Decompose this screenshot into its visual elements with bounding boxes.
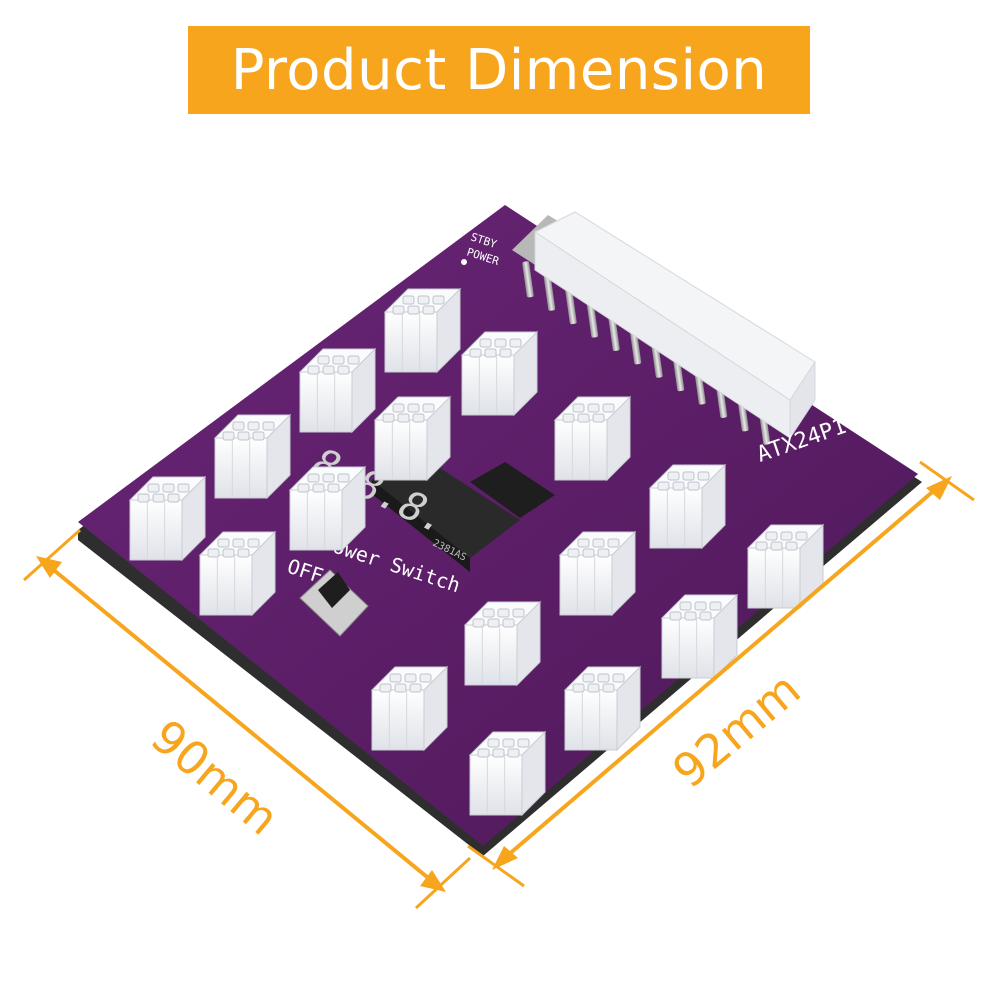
power-switch (299, 569, 369, 637)
pcie-6pin-connector (460, 330, 539, 417)
dimension-label-left: 90mm (141, 709, 289, 846)
pcie-6pin-connector (660, 593, 739, 680)
pcie-6pin-connector (373, 395, 452, 482)
header-pin (565, 288, 577, 325)
pcie-6pin-connector (648, 463, 727, 550)
pcie-6pin-connector (288, 465, 367, 552)
pcie-6pin-connector (198, 530, 277, 617)
pcie-connectors (128, 287, 825, 817)
pcie-6pin-connector (298, 347, 377, 434)
header-pin (522, 261, 534, 298)
header-pin (651, 341, 663, 378)
header-pin (543, 274, 556, 311)
power-led (461, 259, 467, 265)
header-pin (586, 301, 599, 338)
header-pin (608, 314, 620, 351)
pcie-6pin-connector (213, 413, 292, 500)
pcie-6pin-connector (463, 600, 542, 687)
controller-chip (470, 462, 555, 518)
pcie-6pin-connector (383, 287, 462, 374)
pcie-6pin-connector (563, 665, 642, 752)
pcie-6pin-connector (558, 530, 637, 617)
pcie-6pin-connector (370, 665, 449, 752)
pcie-6pin-connector (746, 523, 825, 610)
pcie-6pin-connector (128, 475, 207, 562)
page-title: Product Dimension (230, 37, 768, 103)
pcie-6pin-connector (468, 730, 547, 817)
atx-24pin-connector (512, 211, 816, 445)
header-pin (672, 355, 685, 392)
pcie-6pin-connector (553, 395, 632, 482)
header-pin (694, 368, 706, 405)
title-banner: Product Dimension (188, 26, 810, 114)
header-pin (629, 328, 642, 365)
